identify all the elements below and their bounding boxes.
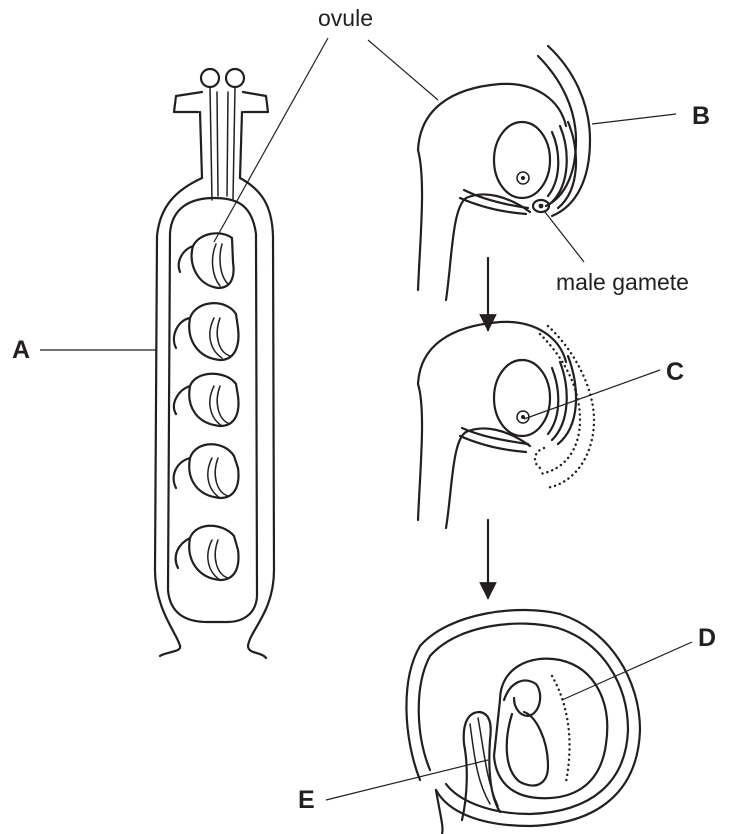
leader-D bbox=[562, 642, 692, 700]
stigma-top bbox=[174, 92, 268, 112]
ovule-during-fertilisation bbox=[418, 322, 594, 528]
micropyle-lips-2 bbox=[460, 428, 528, 452]
ovule-5 bbox=[176, 526, 239, 580]
pollen-tubes bbox=[210, 87, 235, 200]
integument-layers-2 bbox=[548, 356, 576, 444]
ovary-with-ovules bbox=[155, 69, 274, 658]
embryo-sac bbox=[494, 122, 550, 198]
testa-inner bbox=[419, 624, 628, 814]
leader-E bbox=[326, 760, 488, 800]
leader-B bbox=[592, 114, 676, 124]
label-A: A bbox=[12, 336, 30, 364]
leader-ovule-left bbox=[214, 38, 328, 242]
developing-seed bbox=[406, 610, 640, 834]
leader-ovule-right bbox=[368, 40, 438, 100]
ovule-before-fertilisation bbox=[418, 46, 590, 300]
leader-male-gamete bbox=[545, 212, 584, 262]
testa-outer bbox=[406, 610, 640, 826]
ovule-2 bbox=[174, 303, 239, 360]
endosperm bbox=[494, 659, 607, 799]
micropyle-lips bbox=[460, 190, 528, 214]
ovule-1 bbox=[179, 233, 234, 288]
integument-layers bbox=[548, 122, 576, 208]
ovule-3 bbox=[174, 374, 239, 426]
label-B: B bbox=[692, 102, 710, 130]
label-C: C bbox=[666, 358, 684, 386]
embryo-sac-2 bbox=[494, 360, 550, 436]
stigma-lobe-left bbox=[201, 69, 219, 87]
pollen-tube-outer bbox=[548, 46, 590, 216]
label-E: E bbox=[298, 786, 315, 814]
label-male-gamete: male gamete bbox=[556, 269, 689, 295]
ovary-wall-left bbox=[155, 178, 202, 656]
stigma-lobe-right bbox=[226, 69, 244, 87]
ovule-4 bbox=[174, 444, 239, 498]
cotyledon-top bbox=[504, 681, 540, 716]
embryo-body bbox=[507, 712, 548, 785]
pollen-tube-remnant-tip bbox=[535, 448, 544, 470]
ovule-outer-wall bbox=[418, 84, 566, 290]
style-outer bbox=[200, 112, 242, 178]
label-D: D bbox=[698, 624, 716, 652]
label-ovule: ovule bbox=[318, 5, 373, 31]
embryo-dotted-edge bbox=[552, 676, 570, 782]
pollen-tube-remnant-inner bbox=[540, 334, 580, 474]
